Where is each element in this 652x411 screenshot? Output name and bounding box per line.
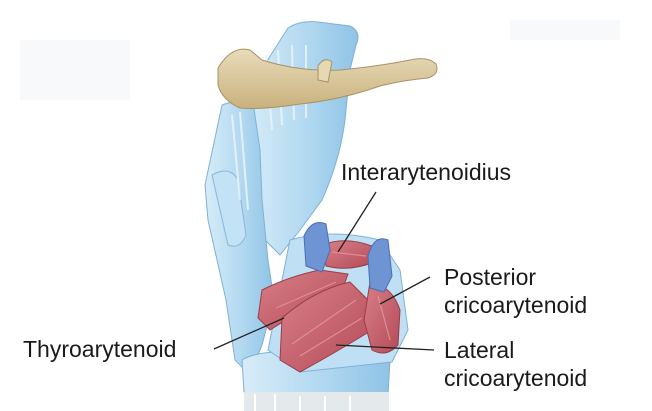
label-lateral-line1: Lateral	[444, 337, 515, 363]
hyoid-greater-horn	[317, 59, 333, 83]
label-lateral-cricoarytenoid: Lateral cricoarytenoid	[444, 336, 587, 392]
label-lateral-line2: cricoarytenoid	[444, 365, 588, 391]
leader-posterior-cricoarytenoid	[379, 276, 431, 305]
label-posterior-cricoarytenoid: Posterior cricoarytenoid	[444, 263, 587, 319]
label-interarytenoidius: Interarytenoidius	[341, 158, 511, 186]
label-thyroarytenoid: Thyroarytenoid	[23, 335, 176, 363]
leader-lateral-cricoarytenoid	[335, 344, 435, 351]
label-interarytenoidius-text: Interarytenoidius	[341, 159, 512, 185]
label-posterior-line1: Posterior	[444, 264, 537, 290]
left-arytenoid-cartilage	[303, 222, 331, 273]
thyroid-prominence	[211, 170, 247, 247]
leader-lines	[213, 191, 435, 351]
background-smudge	[510, 20, 620, 40]
trachea	[244, 392, 389, 411]
right-arytenoid-cartilage	[367, 238, 393, 293]
label-posterior-line2: cricoarytenoid	[444, 292, 588, 318]
interarytenoidius-muscle	[321, 240, 375, 269]
label-thyroarytenoid-text: Thyroarytenoid	[23, 336, 177, 362]
leader-interarytenoidius	[337, 191, 377, 253]
background-smudge	[20, 40, 130, 100]
trachea-rings	[254, 394, 351, 411]
leader-thyroarytenoid	[213, 317, 285, 350]
